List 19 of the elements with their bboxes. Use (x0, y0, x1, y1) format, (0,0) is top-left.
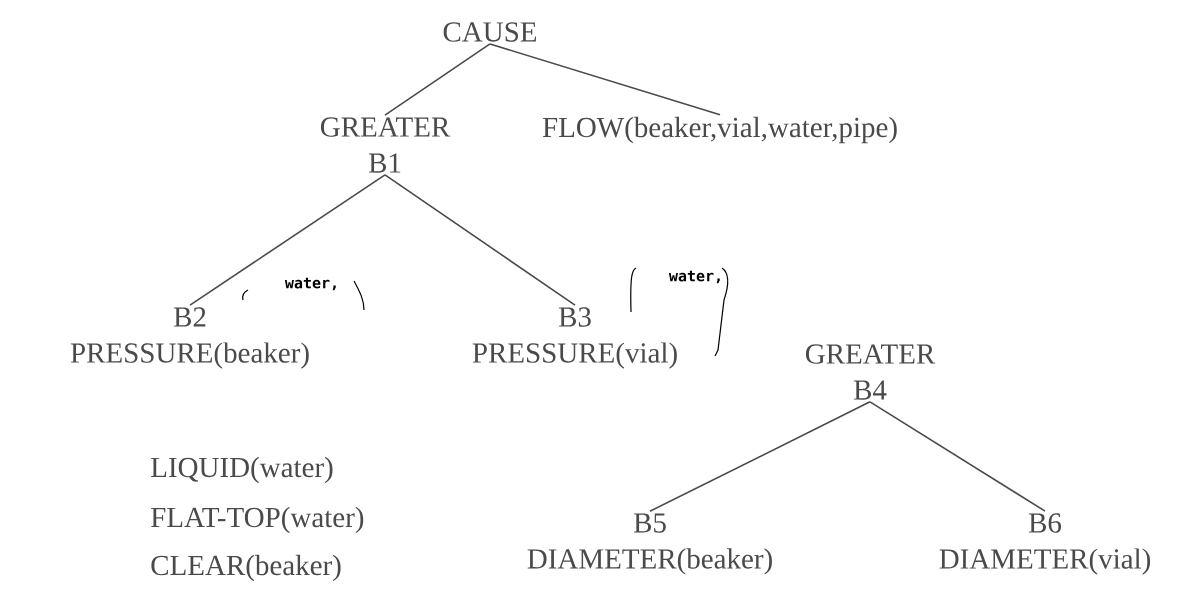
tree-branch (384, 174, 576, 306)
tree-branch (489, 43, 721, 116)
predicate-label: LIQUID(water) (151, 456, 333, 484)
predicate-label: CAUSE (443, 22, 537, 42)
tree-branch (649, 401, 871, 512)
handwritten-note: water, (668, 270, 720, 284)
predicate-label: B5 DIAMETER(beaker) (527, 513, 772, 575)
predicate-label: B2 PRESSURE(beaker) (70, 307, 309, 369)
predicate-label: FLAT-TOP(water) (151, 506, 364, 534)
tree-branch (869, 401, 1046, 512)
tree-branch (189, 174, 386, 306)
handwritten-note: water, (284, 277, 336, 291)
predicate-label: FLOW(beaker,vial,water,pipe) (542, 116, 897, 144)
predicate-label: GREATER B4 (805, 344, 936, 400)
tree-branch (384, 43, 491, 116)
predicate-label: CLEAR(beaker) (151, 554, 341, 582)
predicate-label: B6 DIAMETER(vial) (939, 513, 1151, 575)
predicate-label: GREATER B1 (320, 117, 451, 173)
predicate-label: B3 PRESSURE(vial) (472, 307, 677, 369)
